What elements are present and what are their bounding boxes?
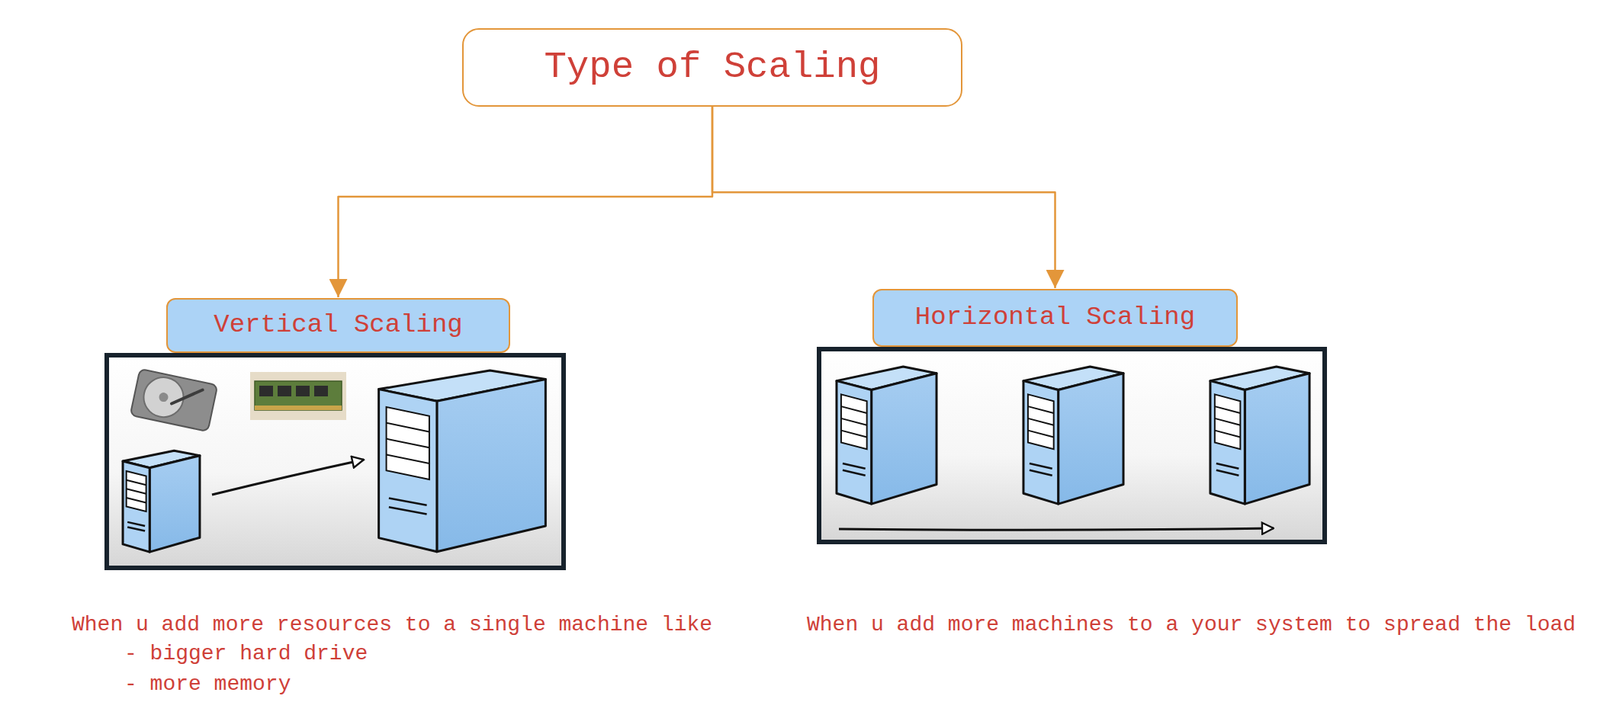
box-text: Horizontal Scaling xyxy=(915,302,1196,333)
note-text: - more memory xyxy=(124,671,291,698)
large-server xyxy=(379,370,547,553)
connector-arrow xyxy=(712,106,1056,289)
server xyxy=(1023,366,1124,505)
memory-board xyxy=(254,381,342,411)
illustration-frame xyxy=(819,349,1325,543)
hard-drive-body xyxy=(130,369,219,432)
category-box: Horizontal Scaling xyxy=(872,289,1238,347)
note-text: - bigger hard drive xyxy=(124,640,368,668)
upgrade-arrow xyxy=(212,459,364,495)
connector-arrow xyxy=(338,106,714,298)
category-box: Vertical Scaling xyxy=(166,298,511,354)
hard-drive-arm xyxy=(171,384,203,410)
box-text: Type of Scaling xyxy=(543,45,881,89)
memory-contacts xyxy=(254,405,342,411)
server xyxy=(1210,366,1310,505)
memory-chip xyxy=(295,385,310,397)
hard-drive-platter xyxy=(140,373,188,421)
note-text: When u add more machines to a your syste… xyxy=(806,611,1576,639)
note-text: When u add more resources to a single ma… xyxy=(71,611,713,639)
memory-chip xyxy=(277,385,292,397)
hard-drive-spindle xyxy=(157,391,169,403)
title-box: Type of Scaling xyxy=(462,28,963,107)
small-server xyxy=(122,450,200,553)
memory-chip xyxy=(314,385,328,397)
server xyxy=(836,366,937,505)
hard-drive-icon xyxy=(130,369,219,432)
memory-icon xyxy=(250,372,347,421)
memory-background xyxy=(250,372,347,421)
scale-out-arrow xyxy=(838,528,1274,531)
illustration-frame xyxy=(106,355,564,569)
memory-chip xyxy=(259,385,274,397)
box-text: Vertical Scaling xyxy=(213,310,463,341)
